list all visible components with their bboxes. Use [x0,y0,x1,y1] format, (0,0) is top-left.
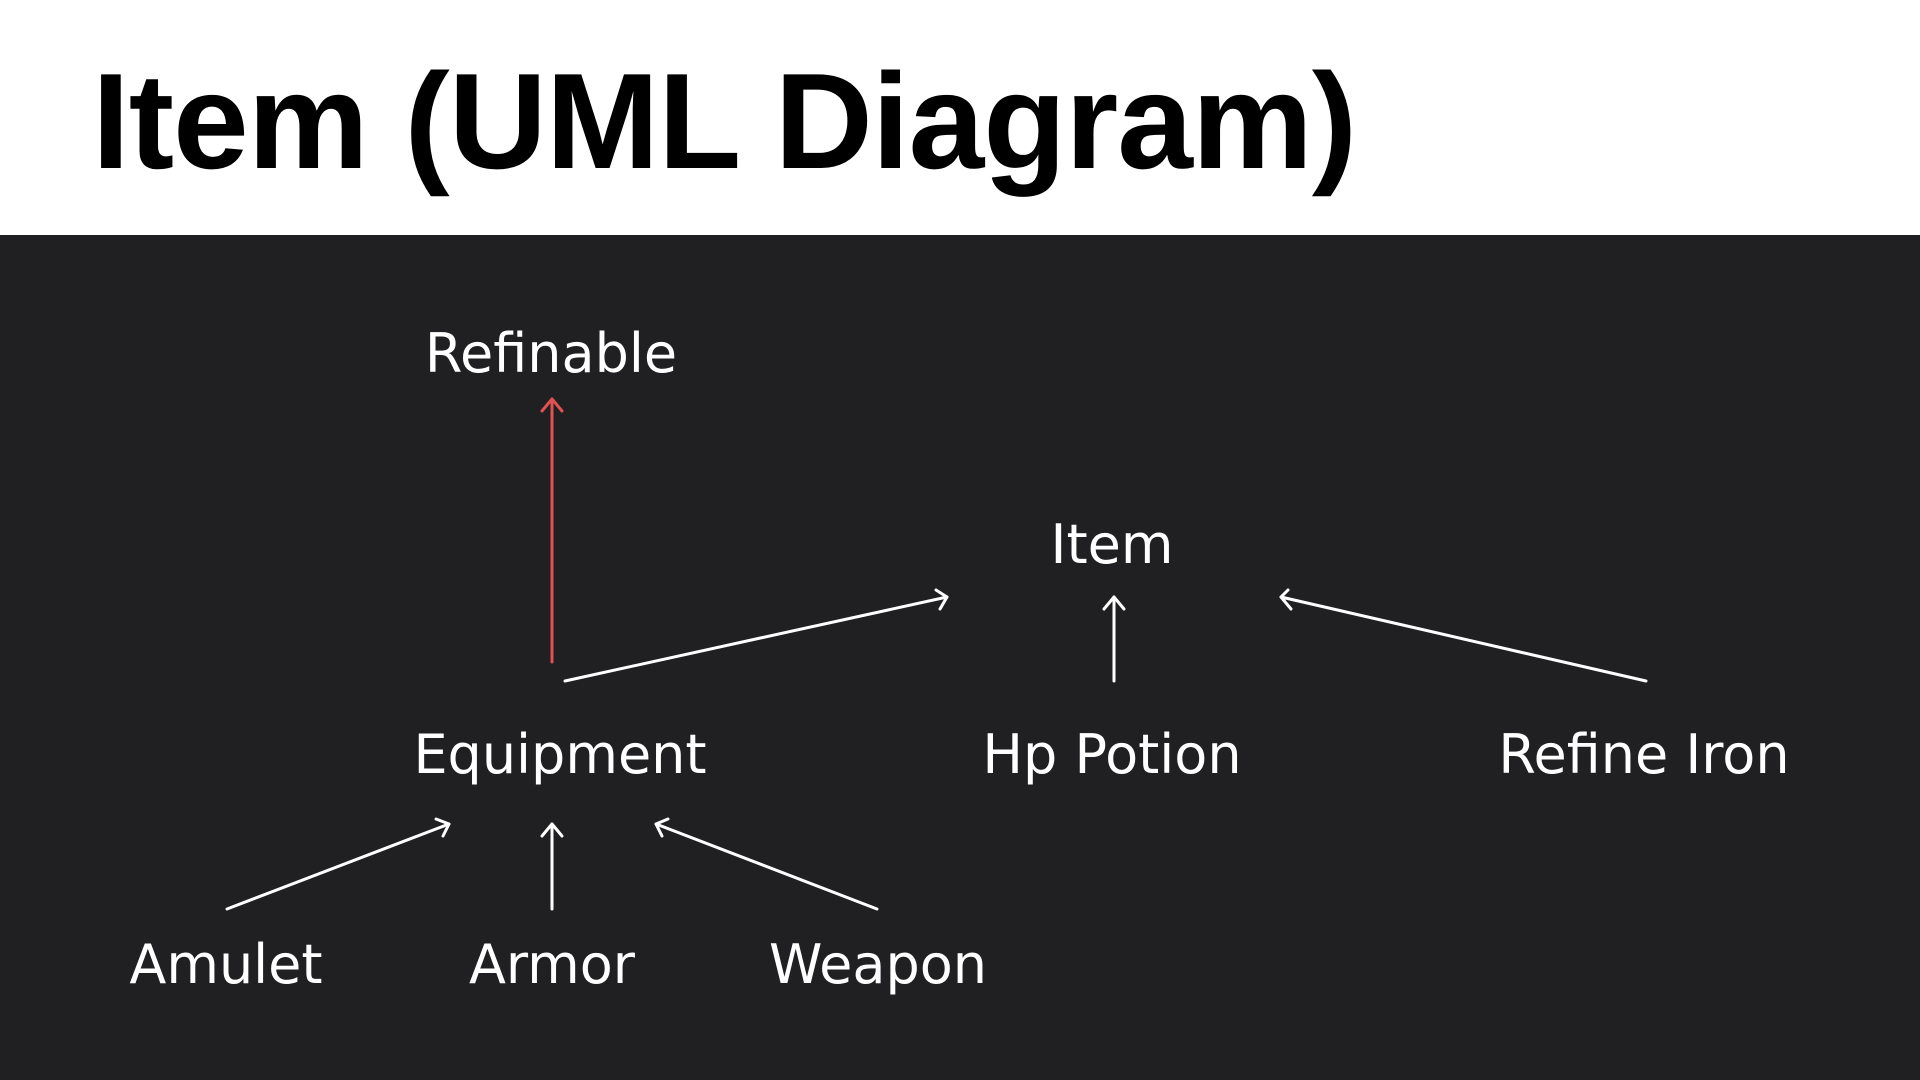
node-weapon: Weapon [769,933,987,996]
node-armor: Armor [469,933,636,996]
page-title: Item (UML Diagram) [92,45,1357,197]
node-hp-potion: Hp Potion [982,723,1241,786]
node-amulet: Amulet [129,933,322,996]
edge-refine-iron-item [1279,588,1648,683]
edge-weapon-equipment [654,817,879,911]
node-item: Item [1051,513,1174,576]
header: Item (UML Diagram) [0,0,1920,235]
edge-equipment-refinable [540,397,564,664]
diagram-canvas: Refinable Item Equipment Hp Potion Refin… [0,235,1920,1080]
node-refine-iron: Refine Iron [1498,723,1789,786]
node-refinable: Refinable [425,322,677,385]
edge-armor-equipment [540,822,564,911]
edge-equipment-item [563,588,949,683]
edge-amulet-equipment [225,817,451,911]
uml-diagram: Refinable Item Equipment Hp Potion Refin… [129,322,1789,996]
edge-hp-potion-item [1102,595,1126,683]
node-equipment: Equipment [413,723,706,786]
